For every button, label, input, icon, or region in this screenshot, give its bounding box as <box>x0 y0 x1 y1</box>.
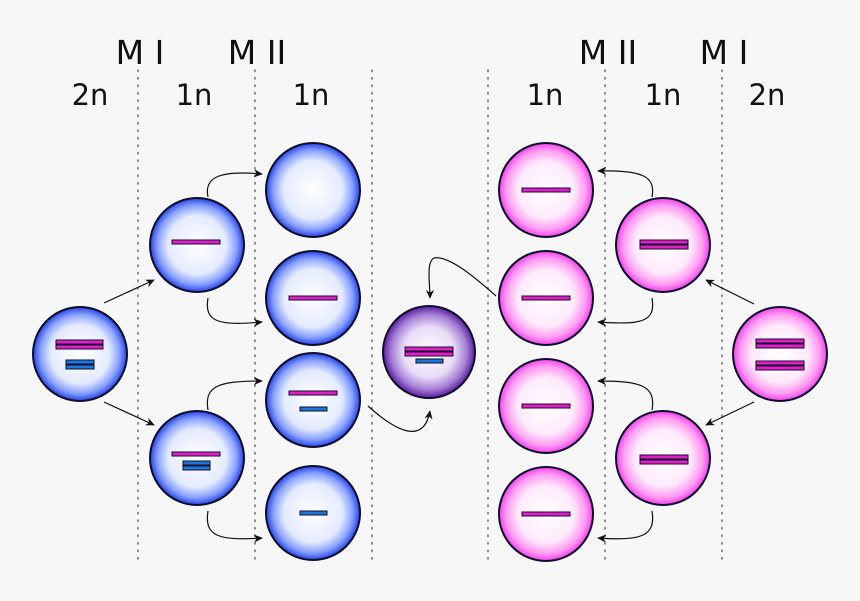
ploidy-right-mid: 1n <box>645 78 682 112</box>
chromosome-blue <box>65 359 95 365</box>
cell-male-gamete-2 <box>265 250 361 346</box>
chromosome-magenta <box>288 295 338 301</box>
ploidy-right-parent: 2n <box>749 78 786 112</box>
cell-male-gamete-4 <box>265 465 361 561</box>
ploidy-left-gametes: 1n <box>293 78 330 112</box>
cell-male-mid-top <box>149 197 245 293</box>
phase-headers: M I M II M II M I <box>116 33 749 72</box>
chromosome-blue <box>65 364 95 370</box>
arrow-right-icon <box>597 166 654 198</box>
chromosome-magenta <box>755 360 805 366</box>
arrow-right-icon <box>103 279 155 304</box>
chromosome-magenta <box>171 451 221 457</box>
chromosome-magenta <box>521 511 571 517</box>
ploidy-left-parent: 2n <box>72 78 109 112</box>
cell-female-gamete-1 <box>498 142 594 238</box>
chromosome-magenta <box>55 339 104 345</box>
female-meiosis-cells <box>498 142 828 562</box>
chromosome-magenta <box>521 295 571 301</box>
arrow-right-icon <box>597 376 654 411</box>
chromosome-magenta <box>639 244 689 250</box>
chromosome-magenta <box>171 239 221 245</box>
cell-zygote <box>382 305 476 399</box>
arrow-right-icon <box>206 297 263 327</box>
cell-male-mid-bottom <box>149 410 245 506</box>
arrow-right-icon <box>367 405 433 432</box>
cell-male-gamete-3 <box>265 352 361 448</box>
arrow-right-icon <box>206 169 263 198</box>
arrow-right-icon <box>597 297 654 327</box>
chromosome-magenta <box>755 365 805 371</box>
arrow-right-icon <box>705 401 755 426</box>
chromosome-magenta <box>639 454 689 460</box>
arrows <box>103 166 755 543</box>
chromosome-magenta <box>288 390 338 396</box>
chromosome-magenta <box>521 187 571 193</box>
header-right-meiosis-2: M II <box>579 33 637 72</box>
chromosome-blue <box>299 510 328 516</box>
ploidy-labels: 2n 1n 1n 1n 1n 2n <box>72 78 786 112</box>
chromosome-magenta <box>755 343 805 349</box>
chromosome-blue <box>299 406 328 412</box>
ploidy-left-mid: 1n <box>176 78 213 112</box>
header-left-meiosis-1: M I <box>116 33 165 72</box>
arrow-right-icon <box>705 279 755 305</box>
chromosome-blue <box>182 465 211 471</box>
cell-female-mid-bottom <box>615 410 711 506</box>
ploidy-right-gametes: 1n <box>527 78 564 112</box>
arrow-right-icon <box>103 401 155 426</box>
header-left-meiosis-2: M II <box>228 33 286 72</box>
cell-female-parent-2n <box>732 306 828 402</box>
cell-female-gamete-3 <box>498 358 594 454</box>
chromosome-blue <box>415 358 444 364</box>
male-meiosis-cells <box>32 142 361 561</box>
arrow-right-icon <box>206 510 263 543</box>
chromosome-magenta <box>521 403 571 409</box>
chromosome-magenta <box>639 239 689 245</box>
cell-male-gamete-1 <box>265 142 361 238</box>
cell-male-parent-2n <box>32 306 128 402</box>
cell-female-mid-top <box>615 197 711 293</box>
header-right-meiosis-1: M I <box>700 33 749 72</box>
chromosome-magenta <box>755 338 805 344</box>
arrow-right-icon <box>425 257 497 299</box>
chromosome-magenta <box>404 351 454 357</box>
chromosome-blue <box>182 460 211 466</box>
chromosome-magenta <box>639 459 689 465</box>
chromosome-magenta <box>55 344 104 350</box>
cell-female-gamete-2 <box>498 250 594 346</box>
cell-female-gamete-4 <box>498 466 594 562</box>
chromosome-magenta <box>404 346 454 352</box>
arrow-right-icon <box>597 510 654 543</box>
arrow-right-icon <box>206 376 263 411</box>
